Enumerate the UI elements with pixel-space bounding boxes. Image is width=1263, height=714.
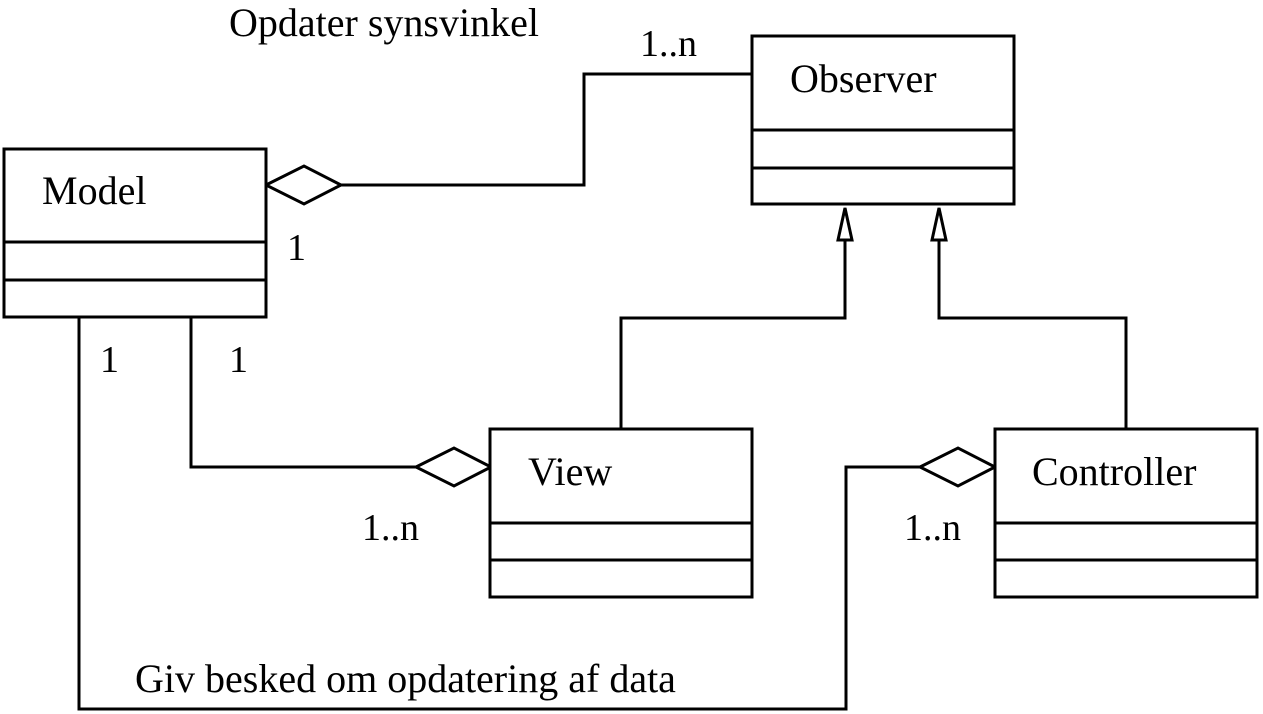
controller-observer-generalization <box>937 240 1128 429</box>
model-class-name: Model <box>42 168 146 213</box>
controller-class-name: Controller <box>1032 449 1196 494</box>
view-class: View <box>488 427 754 599</box>
model-controller-model-multiplicity: 1 <box>100 339 119 381</box>
model-aggregation-diamond <box>262 164 345 206</box>
observer-class: Observer <box>750 34 1016 206</box>
view-aggregation-diamond <box>412 446 495 488</box>
view-generalization-arrowhead <box>836 207 854 242</box>
model-observer-association <box>341 72 752 187</box>
view-observer-generalization <box>619 240 847 429</box>
observer-class-name: Observer <box>790 56 937 101</box>
model-view-association <box>189 318 416 469</box>
controller-class: Controller <box>993 427 1259 599</box>
controller-multiplicity: 1..n <box>904 507 961 549</box>
model-observer-model-multiplicity: 1 <box>287 227 306 269</box>
model-controller-association <box>77 318 920 711</box>
model-controller-association-label: Giv besked om opdatering af data <box>135 656 676 701</box>
model-observer-association-label: Opdater synsvinkel <box>229 0 539 45</box>
controller-aggregation-diamond <box>916 446 999 488</box>
view-class-name: View <box>528 449 612 494</box>
observer-multiplicity: 1..n <box>640 23 697 65</box>
controller-generalization-arrowhead <box>930 207 948 242</box>
view-multiplicity: 1..n <box>362 507 419 549</box>
model-class: Model <box>2 147 268 319</box>
model-view-model-multiplicity: 1 <box>229 339 248 381</box>
